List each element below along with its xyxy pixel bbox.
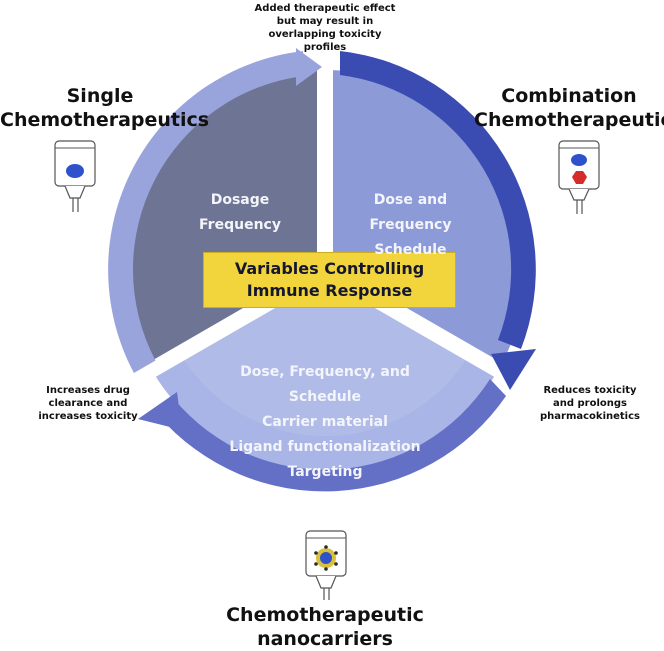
- center-title-line1: Variables Controlling: [234, 259, 425, 278]
- note-left-line2: clearance and: [48, 398, 128, 409]
- note-left: Increases drug clearance and increases t…: [28, 384, 148, 423]
- heading-single: Single Chemotherapeutics: [0, 84, 210, 132]
- iv-bag-nanoparticle-icon: [305, 530, 347, 600]
- arrow-single-head: [296, 48, 322, 86]
- sector-nano-line4: Targeting: [287, 464, 363, 480]
- arrow-nano-head: [138, 392, 182, 430]
- iv-bag-blue-dot-icon: [54, 140, 96, 212]
- note-left-line3: increases toxicity: [38, 411, 138, 422]
- note-top-line3: overlapping toxicity: [268, 29, 382, 40]
- heading-nano: Chemotherapeutic nanocarriers: [205, 603, 445, 651]
- sector-nano-line3: Ligand functionalization: [229, 439, 421, 455]
- sector-nano-line1: Dose, Frequency, and Schedule: [240, 364, 410, 405]
- note-top-line2: but may result in: [276, 16, 374, 27]
- heading-combination: Combination Chemotherapeutics: [474, 84, 664, 132]
- center-title-box: Variables Controlling Immune Response: [203, 252, 456, 308]
- note-top-line4: profiles: [303, 42, 347, 53]
- heading-single-line1: Single: [66, 85, 134, 107]
- sector-combination-line2: Schedule: [374, 242, 447, 258]
- sector-combination-line1: Dose and Frequency: [369, 192, 452, 233]
- iv-bag-blue-dot-red-hexagon-icon: [558, 140, 600, 214]
- arrow-single-ring: [108, 51, 304, 373]
- arrow-nano-ring: [158, 379, 506, 492]
- heading-combination-line1: Combination: [501, 85, 637, 107]
- note-right-line2: and prolongs: [553, 398, 627, 409]
- sector-nano-text: Dose, Frequency, and Schedule Carrier ma…: [205, 360, 445, 485]
- sector-single-line2: Frequency: [199, 217, 281, 233]
- heading-single-line2: Chemotherapeutics: [0, 109, 210, 131]
- arrow-combination-head: [491, 349, 536, 390]
- note-top: Added therapeutic effect but may result …: [245, 2, 405, 54]
- sector-single-line1: Dosage: [210, 192, 270, 208]
- heading-nano-line2: nanocarriers: [257, 628, 393, 650]
- note-right: Reduces toxicity and prolongs pharmacoki…: [520, 384, 660, 423]
- note-right-line3: pharmacokinetics: [540, 411, 640, 422]
- sector-single-text: Dosage Frequency: [180, 188, 300, 238]
- arrow-combination-ring: [340, 51, 536, 349]
- center-title-line2: Immune Response: [246, 281, 413, 300]
- note-left-line1: Increases drug: [46, 385, 130, 396]
- note-top-line1: Added therapeutic effect: [254, 3, 396, 14]
- heading-nano-line1: Chemotherapeutic: [226, 604, 424, 626]
- sector-nano-line2: Carrier material: [262, 414, 388, 430]
- heading-combination-line2: Chemotherapeutics: [474, 109, 664, 131]
- sector-combination-text: Dose and Frequency Schedule: [338, 188, 483, 263]
- note-right-line1: Reduces toxicity: [543, 385, 637, 396]
